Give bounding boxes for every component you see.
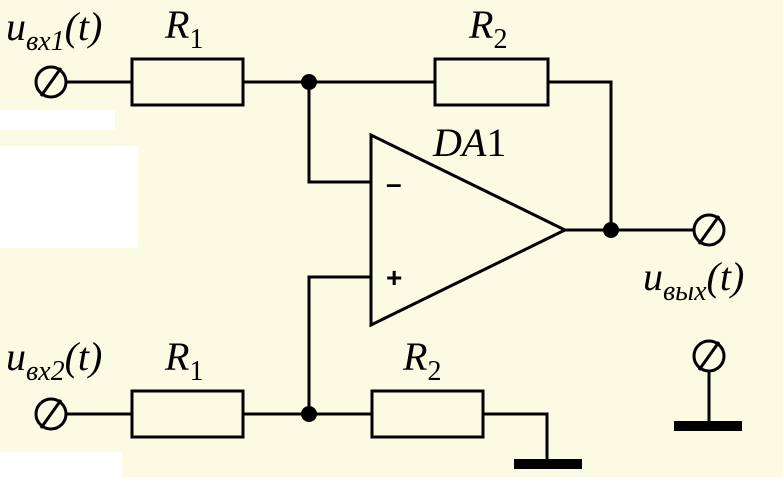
minus-sign: – [386,168,402,199]
label-r1-bottom: R1 [164,334,203,387]
opamp-triangle [369,132,569,328]
junction-dot [301,406,317,422]
terminal-out [692,213,726,247]
resistor-r1-top [130,57,245,107]
ground-symbol [674,421,742,431]
label-u-out: uвых(t) [643,254,744,307]
resistor-r2-bottom [370,389,485,439]
wire-inverting [307,82,371,184]
label-r2-top: R2 [468,2,507,55]
terminal-in2 [34,397,68,431]
label-u-in2: uвх2(t) [6,334,102,387]
junction-dot [301,74,317,90]
resistor-r1-bottom [130,389,245,439]
junction-dot [603,222,619,238]
label-r1-top: R1 [164,2,203,55]
terminal-in1 [34,65,68,99]
wire-to-ground [483,412,549,463]
label-r2-bottom: R2 [402,334,441,387]
terminal-out-measure [692,339,726,373]
wire-feedback [548,80,613,230]
background-patch [0,146,138,248]
resistor-r2-top [433,57,550,107]
label-u-in1: uвх1(t) [6,4,102,57]
background-patch [0,110,115,130]
label-opamp: DA1 [432,120,506,165]
background-patch [0,452,122,477]
ground-symbol [514,459,582,469]
plus-sign: + [386,262,402,293]
wire-noninverting [307,275,371,414]
